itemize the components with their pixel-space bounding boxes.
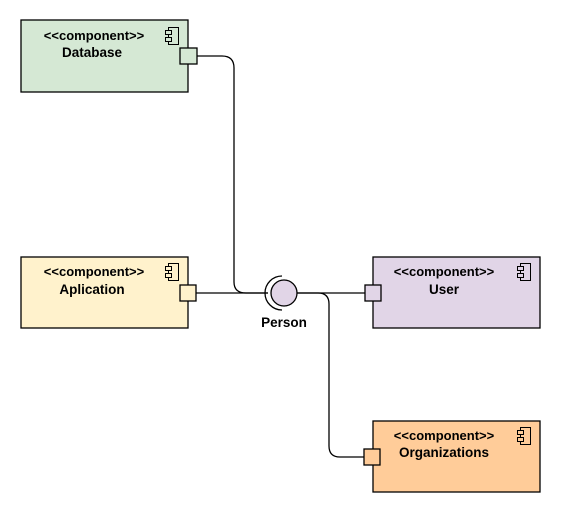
component-icon	[517, 427, 531, 445]
component-icon	[165, 27, 179, 45]
port-user[interactable]	[364, 284, 382, 302]
component-database-box	[20, 19, 189, 93]
interface-person-label: Person	[261, 315, 307, 330]
component-aplication[interactable]: <<component>> Aplication	[20, 256, 197, 329]
component-organizations[interactable]: <<component>> Organizations	[363, 420, 541, 493]
connector-person-organizations[interactable]	[297, 292, 364, 458]
component-icon	[517, 263, 531, 281]
connectors	[196, 55, 365, 458]
connector-database-person[interactable]	[197, 55, 268, 294]
component-aplication-stereotype: <<component>>	[44, 264, 145, 279]
component-aplication-box	[20, 256, 189, 329]
interface-person-socket	[264, 275, 283, 311]
interface-person-ball	[270, 279, 298, 307]
port-database[interactable]	[179, 47, 198, 65]
component-user-name: User	[429, 282, 460, 297]
port-aplication[interactable]	[179, 284, 197, 302]
interface-person[interactable]: Person	[261, 275, 307, 330]
port-organizations[interactable]	[363, 448, 381, 466]
component-organizations-stereotype: <<component>>	[394, 428, 495, 443]
component-database-stereotype: <<component>>	[44, 28, 145, 43]
component-user[interactable]: <<component>> User	[364, 256, 541, 329]
component-user-box	[372, 256, 541, 329]
component-database-name: Database	[62, 45, 123, 60]
component-database[interactable]: <<component>> Database	[20, 19, 198, 93]
component-icon	[165, 263, 179, 281]
component-user-stereotype: <<component>>	[394, 264, 495, 279]
component-organizations-name: Organizations	[399, 445, 489, 460]
component-organizations-box	[372, 420, 541, 493]
component-aplication-name: Aplication	[59, 282, 124, 297]
